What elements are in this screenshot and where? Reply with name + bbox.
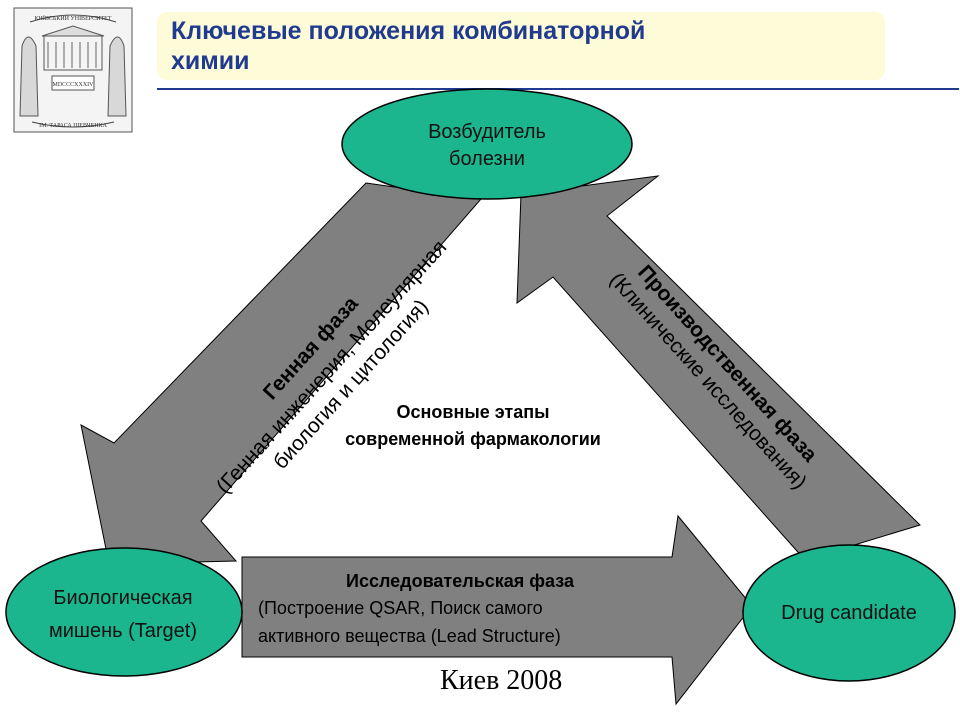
- title-divider: [157, 88, 959, 90]
- center-caption-line2: современной фармакологии: [345, 429, 601, 449]
- research-phase-arrow: [241, 514, 753, 706]
- title-line-2: химии: [171, 47, 250, 75]
- research-phase-line3: активного вещества (Lead Structure): [258, 626, 561, 646]
- node-target-line1: Биологическая: [53, 587, 192, 609]
- research-phase-title: Исследовательская фаза: [346, 571, 575, 591]
- page-title: Ключевые положения комбинаторной химии: [171, 16, 871, 76]
- center-caption-line1: Основные этапы: [397, 402, 550, 422]
- node-drug: Drug candidate: [742, 544, 956, 682]
- production-phase-line2: (Клинические исследования): [605, 268, 811, 493]
- node-pathogen-line2: болезни: [449, 148, 525, 170]
- node-pathogen-line1: Возбудитель: [428, 121, 546, 143]
- node-target: Биологическая мишень (Target): [5, 547, 243, 677]
- seal-bottom-text: ІМ. ТАРАСА ШЕВЧЕНКА: [39, 123, 107, 129]
- research-phase-line2: (Построение QSAR, Поиск самого: [258, 598, 543, 618]
- node-pathogen: Возбудитель болезни: [341, 88, 633, 200]
- production-phase-arrow: [516, 175, 921, 561]
- title-line-1: Ключевые положения комбинаторной: [171, 17, 646, 45]
- title-box: Ключевые положения комбинаторной химии: [157, 12, 885, 80]
- seal-top-text: КИЇВСЬКИЙ УНІВЕРСИТЕТ: [35, 14, 112, 22]
- university-seal-logo: КИЇВСЬКИЙ УНІВЕРСИТЕТ MDCCCXXXIV ІМ. ТАР…: [13, 7, 133, 133]
- footer-city-year: Киев 2008: [440, 665, 563, 696]
- seal-mid-text: MDCCCXXXIV: [52, 82, 94, 88]
- node-drug-label: Drug candidate: [781, 602, 917, 624]
- node-target-line2: мишень (Target): [49, 620, 197, 642]
